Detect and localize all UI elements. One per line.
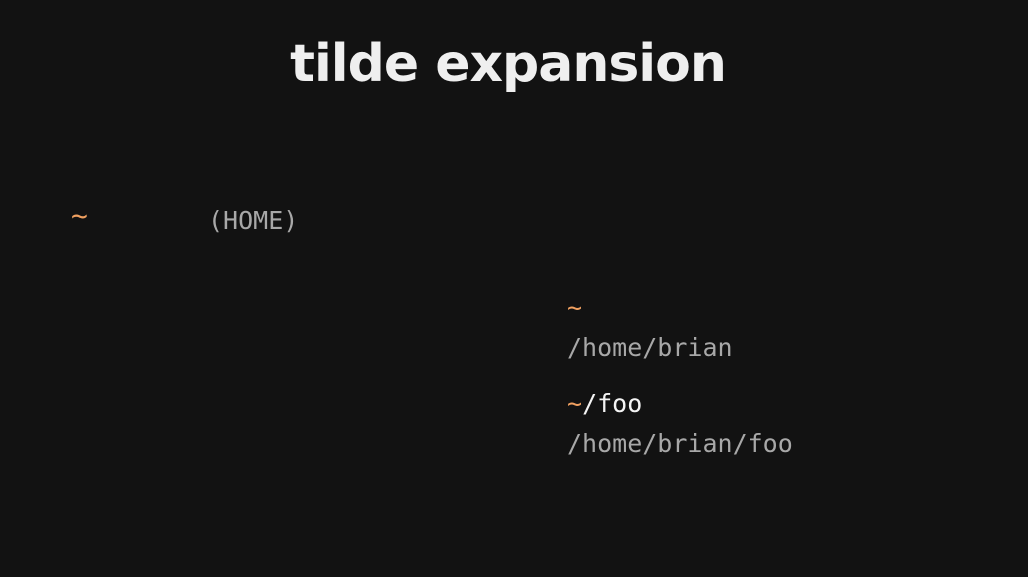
- example-foo: ~/foo /home/brian/foo: [567, 384, 793, 464]
- expansion-examples: ~ /home/brian ~/foo /home/brian/foo: [567, 288, 793, 480]
- example-input-tilde: ~: [567, 389, 583, 418]
- tilde-symbol: ~: [71, 199, 88, 232]
- example-input-tilde: ~: [567, 293, 583, 322]
- example-input: ~: [567, 288, 793, 328]
- slide-title: tilde expansion: [290, 34, 727, 94]
- example-input-path: /foo: [582, 389, 643, 418]
- example-input: ~/foo: [567, 384, 793, 424]
- example-output: /home/brian: [567, 333, 733, 362]
- example-output: /home/brian/foo: [567, 429, 793, 458]
- example-home: ~ /home/brian: [567, 288, 793, 368]
- home-label: (HOME): [208, 206, 299, 235]
